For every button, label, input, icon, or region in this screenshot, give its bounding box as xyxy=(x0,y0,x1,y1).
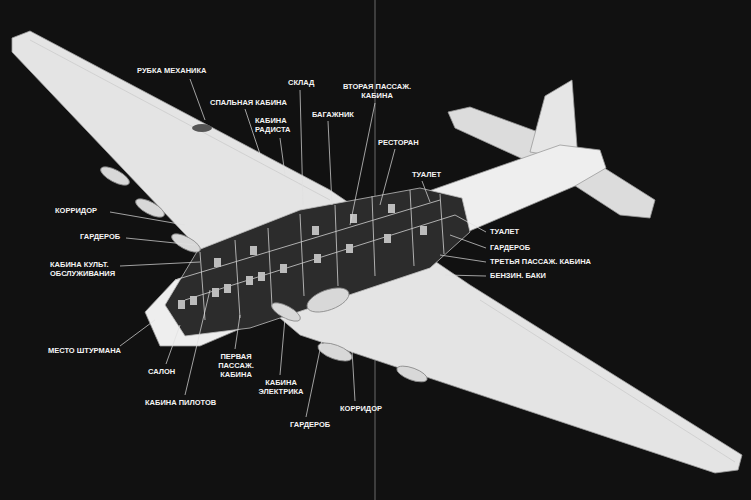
part-label: КАБИНА ЭЛЕКТРИКА xyxy=(255,378,307,396)
part-label: ПЕРВАЯ ПАССАЖ. КАБИНА xyxy=(205,352,267,379)
part-label: КАБИНА ПИЛОТОВ xyxy=(145,398,216,407)
part-label: ВТОРАЯ ПАССАЖ. КАБИНА xyxy=(338,82,416,100)
part-label: МЕСТО ШТУРМАНА xyxy=(48,346,121,355)
part-label: ГАРДЕРОБ xyxy=(490,243,530,252)
seats xyxy=(178,204,427,309)
part-label: САЛОН xyxy=(148,367,175,376)
part-label: ГАРДЕРОБ xyxy=(80,232,120,241)
part-label: КАБИНА КУЛЬТ. ОБСЛУЖИВАНИЯ xyxy=(50,260,122,278)
engines xyxy=(98,163,429,385)
part-label: БАГАЖНИК xyxy=(312,110,354,119)
wing xyxy=(12,31,742,473)
part-label: СКЛАД xyxy=(288,78,314,87)
part-label: ТРЕТЬЯ ПАССАЖ. КАБИНА xyxy=(490,257,591,266)
wing-panel-line xyxy=(480,300,735,462)
part-label: ТУАЛЕТ xyxy=(490,227,519,236)
part-label: КАБИНА РАДИСТА xyxy=(255,116,297,134)
part-label: РУБКА МЕХАНИКА xyxy=(137,66,207,75)
hatch xyxy=(192,124,212,132)
part-label: БЕНЗИН. БАКИ xyxy=(490,271,546,280)
part-label: СПАЛЬНАЯ КАБИНА xyxy=(210,98,287,107)
leader-lines xyxy=(110,79,486,417)
part-label: ГАРДЕРОБ xyxy=(290,420,330,429)
cabin-partitions xyxy=(175,190,455,320)
cutaway xyxy=(165,188,470,336)
fuselage xyxy=(145,145,606,346)
part-label: ТУАЛЕТ xyxy=(412,170,441,179)
part-label: КОРРИДОР xyxy=(340,404,382,413)
part-label: РЕСТОРАН xyxy=(378,138,419,147)
wing-panel-line xyxy=(30,40,330,200)
part-label: КОРРИДОР xyxy=(55,206,97,215)
